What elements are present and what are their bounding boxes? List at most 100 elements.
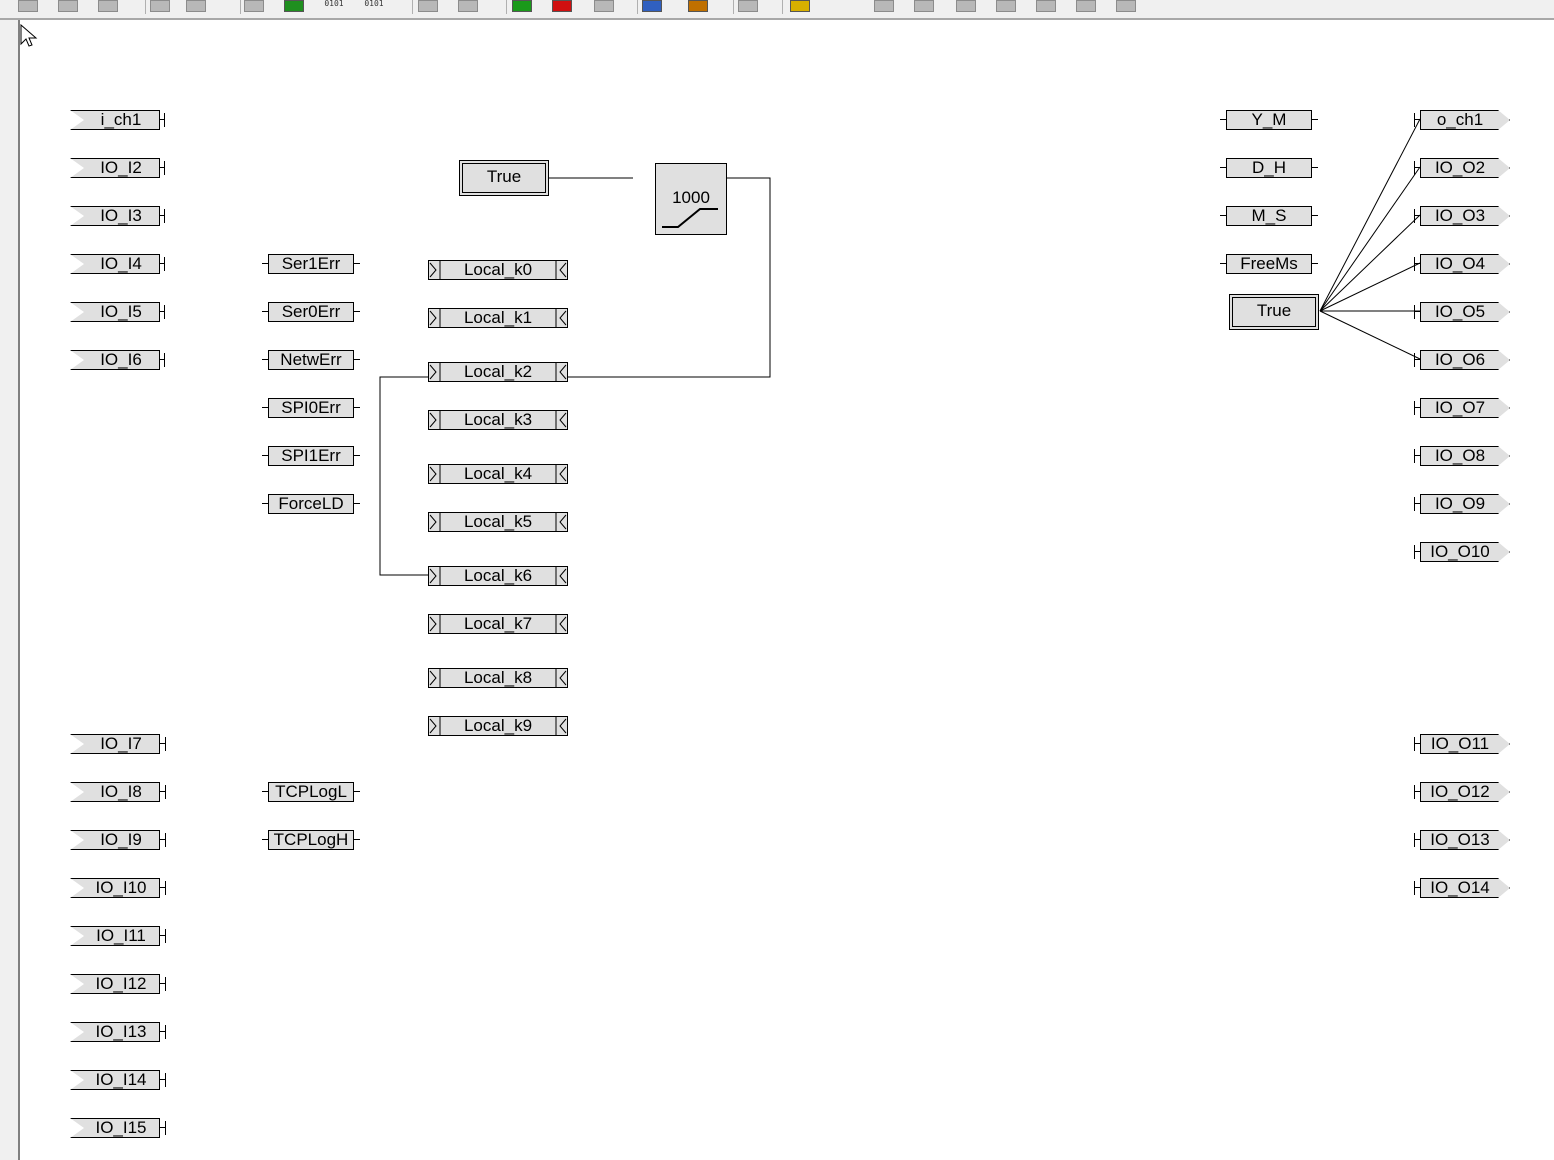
input-terminal[interactable]: IO_I9 bbox=[70, 830, 167, 850]
input-terminal[interactable]: IO_I5 bbox=[70, 302, 166, 322]
left-pin bbox=[262, 407, 268, 408]
terminal-pin bbox=[1414, 119, 1420, 120]
variable-block[interactable]: SPI1Err bbox=[262, 446, 360, 466]
cut-icon[interactable] bbox=[58, 0, 78, 12]
copy-icon[interactable] bbox=[18, 0, 38, 12]
open-icon[interactable] bbox=[244, 0, 264, 12]
import-icon[interactable] bbox=[458, 0, 478, 12]
terminal-label: IO_O8 bbox=[1420, 446, 1510, 466]
input-terminal[interactable]: IO_I6 bbox=[70, 350, 166, 370]
align-icon[interactable] bbox=[1036, 0, 1056, 12]
true-constant[interactable]: True bbox=[459, 160, 549, 196]
terminal-label: IO_O9 bbox=[1420, 494, 1510, 514]
grid-icon[interactable] bbox=[1116, 0, 1136, 12]
local-variable[interactable]: Local_k0 bbox=[428, 260, 570, 280]
output-terminal[interactable]: IO_O10 bbox=[1414, 542, 1512, 562]
variable-block[interactable]: TCPLogH bbox=[262, 830, 360, 850]
output-terminal[interactable]: IO_O11 bbox=[1414, 734, 1512, 754]
terminal-tick bbox=[165, 881, 166, 895]
input-terminal[interactable]: IO_I11 bbox=[70, 926, 167, 946]
paste-icon[interactable] bbox=[98, 0, 118, 12]
input-terminal[interactable]: IO_I2 bbox=[70, 158, 166, 178]
variable-block[interactable]: SPI0Err bbox=[262, 398, 360, 418]
input-terminal[interactable]: IO_I15 bbox=[70, 1118, 167, 1138]
right-pin bbox=[354, 839, 360, 840]
book-icon[interactable] bbox=[790, 0, 810, 12]
run-icon[interactable] bbox=[512, 0, 532, 12]
terminal-pin bbox=[160, 1127, 165, 1128]
export-icon[interactable] bbox=[418, 0, 438, 12]
output-terminal[interactable]: IO_O14 bbox=[1414, 878, 1512, 898]
align-icon[interactable] bbox=[914, 0, 934, 12]
ramp-function-block[interactable]: 1000 bbox=[655, 163, 727, 235]
local-variable[interactable]: Local_k6 bbox=[428, 566, 570, 586]
terminal-pin bbox=[1414, 311, 1420, 312]
local-variable[interactable]: Local_k9 bbox=[428, 716, 570, 736]
output-terminal[interactable]: IO_O5 bbox=[1414, 302, 1512, 322]
clear-icon[interactable] bbox=[594, 0, 614, 12]
output-terminal[interactable]: o_ch1 bbox=[1414, 110, 1512, 130]
variable-block[interactable]: FreeMs bbox=[1220, 254, 1318, 274]
redo-icon[interactable] bbox=[186, 0, 206, 12]
local-variable[interactable]: Local_k1 bbox=[428, 308, 570, 328]
output-terminal[interactable]: IO_O9 bbox=[1414, 494, 1512, 514]
output-terminal[interactable]: IO_O7 bbox=[1414, 398, 1512, 418]
right-pin bbox=[354, 311, 360, 312]
align-icon[interactable] bbox=[1076, 0, 1096, 12]
input-terminal[interactable]: IO_I10 bbox=[70, 878, 167, 898]
connect-icon[interactable] bbox=[642, 0, 662, 12]
binary-icon[interactable]: 0101 bbox=[364, 0, 384, 8]
input-terminal[interactable]: IO_I3 bbox=[70, 206, 166, 226]
local-variable[interactable]: Local_k7 bbox=[428, 614, 570, 634]
variable-block[interactable]: D_H bbox=[1220, 158, 1318, 178]
left-pin bbox=[262, 503, 268, 504]
true-constant[interactable]: True bbox=[1229, 294, 1319, 330]
output-terminal[interactable]: IO_O13 bbox=[1414, 830, 1512, 850]
output-terminal[interactable]: IO_O6 bbox=[1414, 350, 1512, 370]
variable-block[interactable]: NetwErr bbox=[262, 350, 360, 370]
terminal-label: IO_I5 bbox=[70, 302, 160, 322]
input-terminal[interactable]: IO_I4 bbox=[70, 254, 166, 274]
input-terminal[interactable]: IO_I13 bbox=[70, 1022, 167, 1042]
variable-block[interactable]: TCPLogL bbox=[262, 782, 360, 802]
variable-block[interactable]: ForceLD bbox=[262, 494, 360, 514]
local-variable[interactable]: Local_k8 bbox=[428, 668, 570, 688]
terminal-label: IO_O5 bbox=[1420, 302, 1510, 322]
variable-block[interactable]: M_S bbox=[1220, 206, 1318, 226]
output-terminal[interactable]: IO_O8 bbox=[1414, 446, 1512, 466]
terminal-tick bbox=[165, 1073, 166, 1087]
add-icon[interactable] bbox=[284, 0, 304, 12]
variable-label: FreeMs bbox=[1226, 254, 1312, 274]
variable-label: Ser0Err bbox=[268, 302, 354, 322]
stop-icon[interactable] bbox=[552, 0, 572, 12]
output-terminal[interactable]: IO_O2 bbox=[1414, 158, 1512, 178]
local-label: Local_k7 bbox=[428, 614, 568, 634]
local-variable[interactable]: Local_k3 bbox=[428, 410, 570, 430]
binary-icon[interactable]: 0101 bbox=[324, 0, 344, 8]
local-variable[interactable]: Local_k5 bbox=[428, 512, 570, 532]
variable-block[interactable]: Ser0Err bbox=[262, 302, 360, 322]
align-icon[interactable] bbox=[874, 0, 894, 12]
local-variable[interactable]: Local_k4 bbox=[428, 464, 570, 484]
left-pin bbox=[262, 263, 268, 264]
input-terminal[interactable]: IO_I7 bbox=[70, 734, 167, 754]
output-terminal[interactable]: IO_O3 bbox=[1414, 206, 1512, 226]
input-terminal[interactable]: IO_I8 bbox=[70, 782, 167, 802]
align-icon[interactable] bbox=[996, 0, 1016, 12]
input-terminal[interactable]: IO_I12 bbox=[70, 974, 167, 994]
undo-icon[interactable] bbox=[150, 0, 170, 12]
variable-block[interactable]: Y_M bbox=[1220, 110, 1318, 130]
output-terminal[interactable]: IO_O12 bbox=[1414, 782, 1512, 802]
variable-block[interactable]: Ser1Err bbox=[262, 254, 360, 274]
input-terminal[interactable]: i_ch1 bbox=[70, 110, 166, 130]
monitor-icon[interactable] bbox=[688, 0, 708, 12]
input-terminal[interactable]: IO_I14 bbox=[70, 1070, 167, 1090]
connector-arrows-icon bbox=[429, 512, 567, 532]
align-icon[interactable] bbox=[956, 0, 976, 12]
local-variable[interactable]: Local_k2 bbox=[428, 362, 570, 382]
print-icon[interactable] bbox=[738, 0, 758, 12]
terminal-pin bbox=[1414, 455, 1420, 456]
output-terminal[interactable]: IO_O4 bbox=[1414, 254, 1512, 274]
variable-label: Ser1Err bbox=[268, 254, 354, 274]
